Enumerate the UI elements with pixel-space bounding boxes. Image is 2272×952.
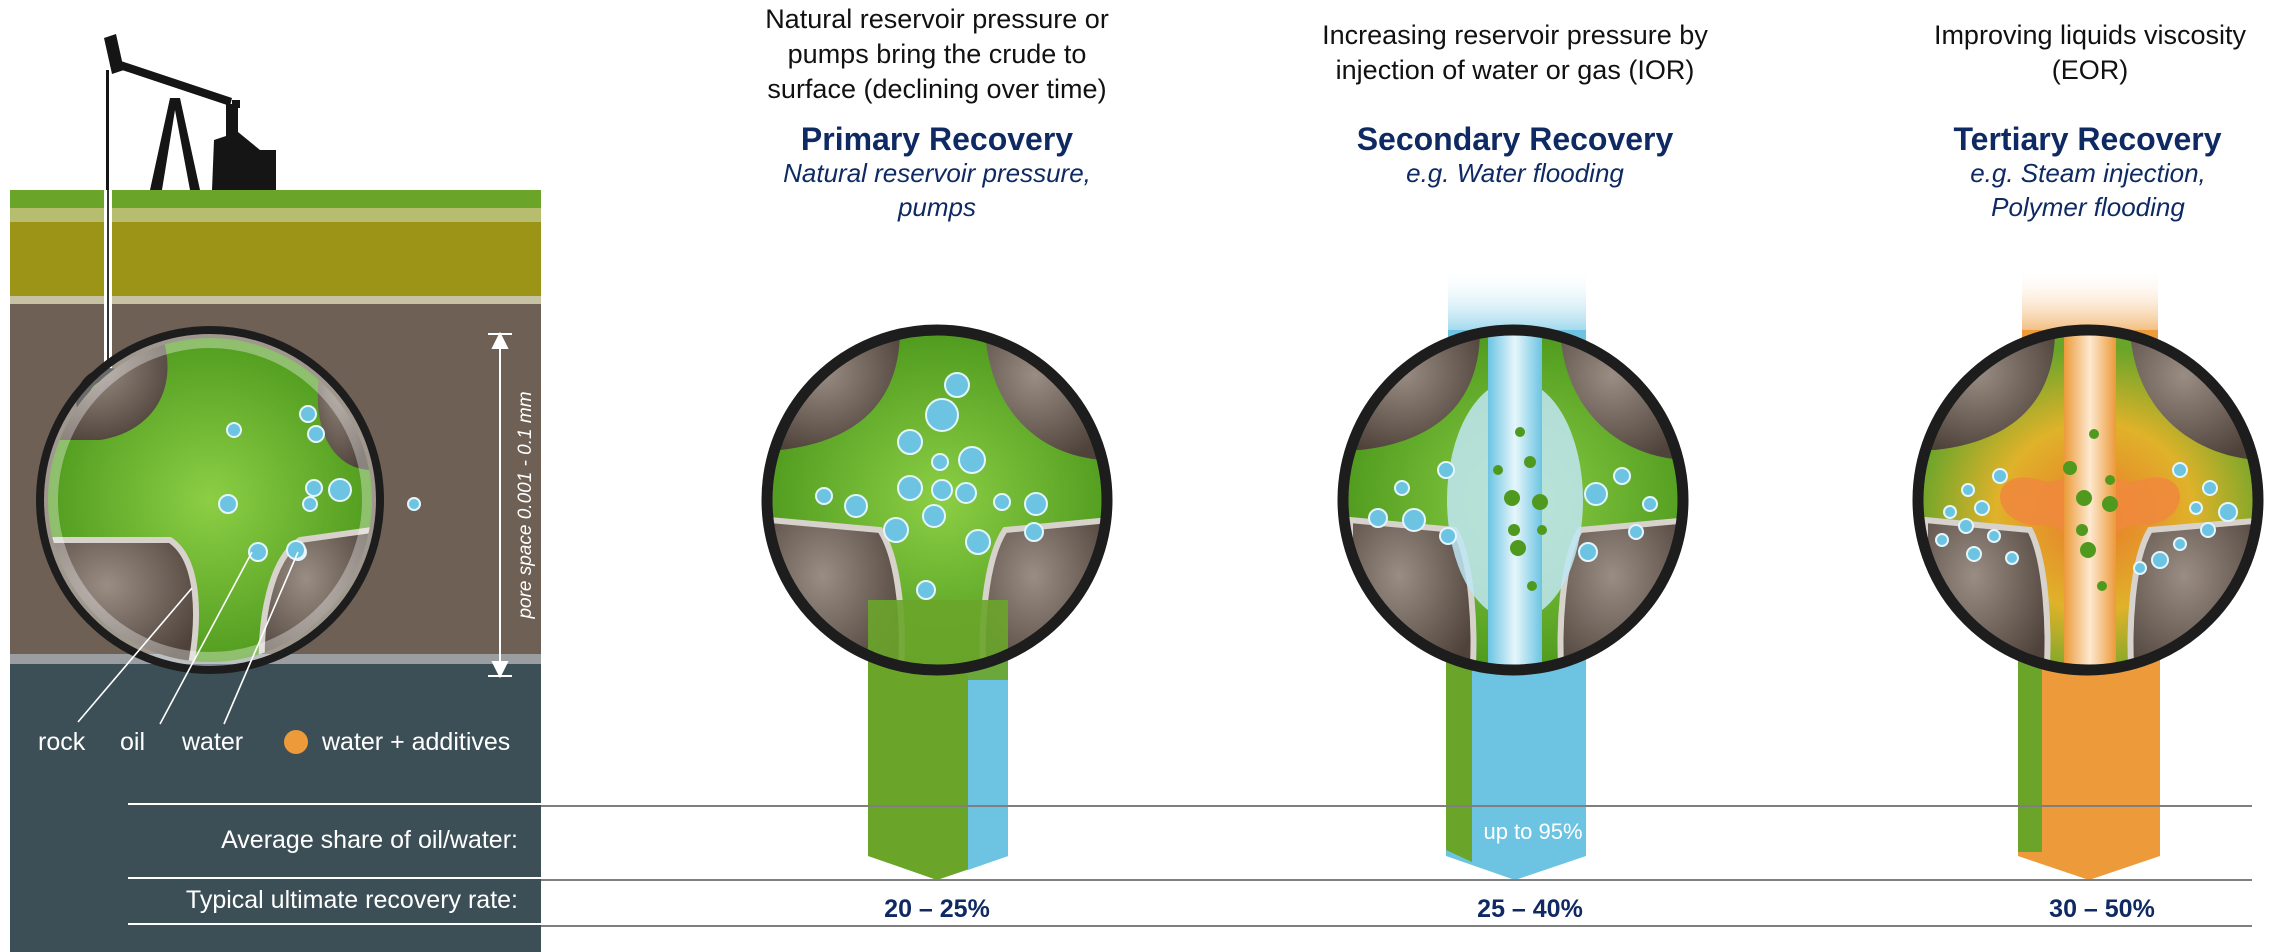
tertiary-title: Tertiary Recovery bbox=[1953, 121, 2222, 157]
primary-title: Primary Recovery bbox=[800, 121, 1074, 157]
legend-leaders bbox=[77, 551, 299, 725]
pumpjack-icon bbox=[104, 34, 276, 190]
secondary-pore bbox=[1337, 324, 1689, 676]
secondary-rate: 25 – 40% bbox=[1477, 895, 1583, 923]
recovery-rate-label: Typical ultimate recovery rate: bbox=[185, 886, 518, 914]
row-dividers bbox=[128, 803, 2252, 927]
pore-space-label: pore space 0.001 - 0.1 mm bbox=[515, 391, 536, 619]
legend-water: water bbox=[182, 728, 244, 756]
tertiary-subtitle: e.g. Steam injection, Polymer flooding bbox=[1970, 158, 2206, 222]
primary-subtitle: Natural reservoir pressure, pumps bbox=[783, 158, 1091, 222]
primary-pore bbox=[761, 324, 1113, 676]
tertiary-description: Improving liquids viscosity (EOR) bbox=[1933, 20, 2247, 85]
legend-oil: oil bbox=[120, 728, 146, 756]
tertiary-stem bbox=[2018, 640, 2160, 880]
secondary-title: Secondary Recovery bbox=[1356, 121, 1674, 157]
additives-legend-dot bbox=[284, 730, 308, 754]
primary-rate: 20 – 25% bbox=[884, 895, 990, 923]
secondary-description: Increasing reservoir pressure by injecti… bbox=[1322, 20, 1708, 85]
primary-description: Natural reservoir pressure or pumps brin… bbox=[765, 4, 1109, 104]
secondary-share-label: up to 95% bbox=[1483, 819, 1583, 844]
pore-space-dimension bbox=[488, 331, 512, 679]
secondary-stem bbox=[1446, 640, 1586, 880]
secondary-subtitle: e.g. Water flooding bbox=[1406, 158, 1624, 188]
tertiary-pore bbox=[1912, 324, 2264, 676]
oil-water-share-label: Average share of oil/water: bbox=[221, 826, 518, 854]
tertiary-rate: 30 – 50% bbox=[2049, 895, 2155, 923]
legend-rock: rock bbox=[38, 728, 86, 756]
legend-additives: water + additives bbox=[322, 728, 511, 756]
